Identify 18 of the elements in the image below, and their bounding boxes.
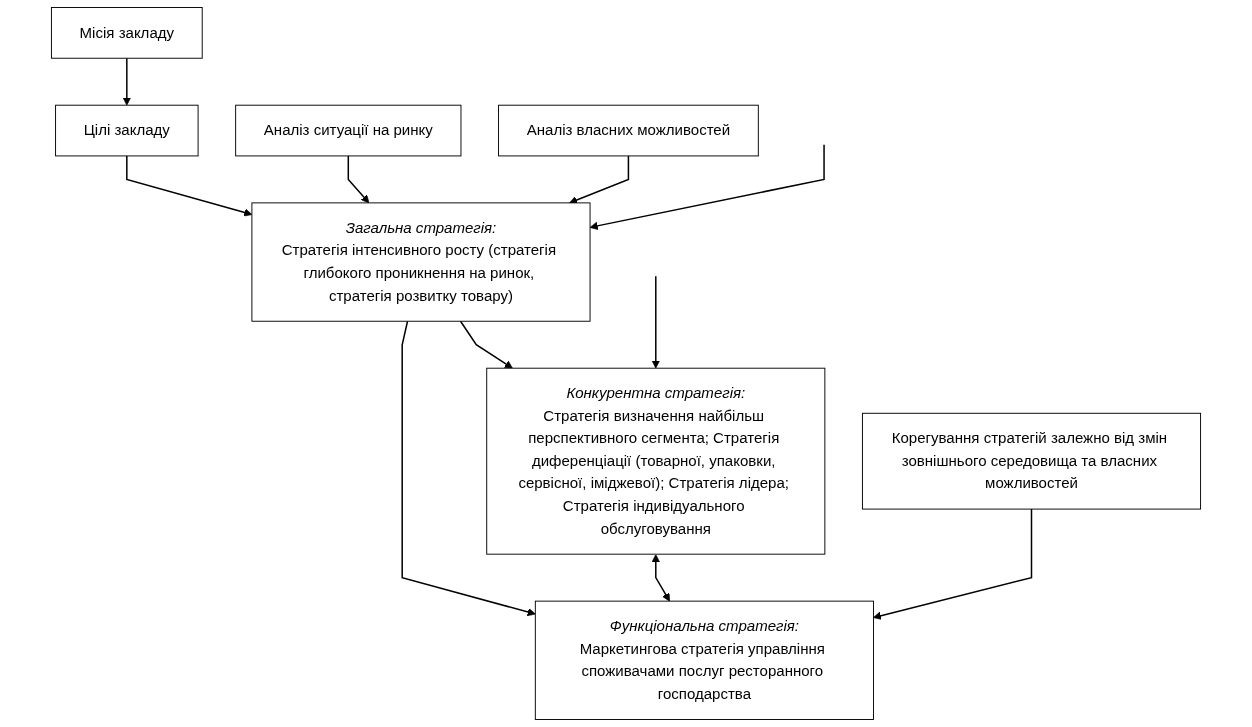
arrow — [651, 275, 660, 369]
node-box: Функціональна стратегія: Маркетингова стратегія управління споживачами послуг ресторанного господарства — [534, 600, 874, 720]
arrow — [401, 320, 536, 617]
node-box: Аналіз власних можливостей — [498, 104, 759, 157]
arrow — [873, 508, 1033, 620]
node-box: Цілі закладу — [55, 104, 199, 157]
arrow — [126, 155, 253, 217]
node-box: Аналіз ситуації на ринку — [235, 104, 462, 157]
node-box: Конкурентна стратегія: Стратегія визначення найбільш перспективного сегмента; Стратегія диференціації (товарної, упаковки, сервісної, іміджевої); Стратегія лідера; Стратегія індивідуального обслуговування — [486, 367, 826, 555]
node-box: Загальна стратегія: Стратегія інтенсивного росту (стратегія глибокого проникнення на ринок, стратегія розвитку товару) — [251, 202, 591, 322]
arrow — [569, 155, 630, 204]
arrow — [651, 554, 670, 602]
node-box: Корегування стратегій залежно від змін зовнішнього середовища та власних можливостей — [861, 412, 1202, 510]
arrow — [122, 57, 131, 106]
arrow — [347, 155, 370, 204]
arrow — [589, 143, 825, 230]
arrow — [459, 320, 513, 369]
node-box: Місія закладу — [50, 7, 203, 59]
